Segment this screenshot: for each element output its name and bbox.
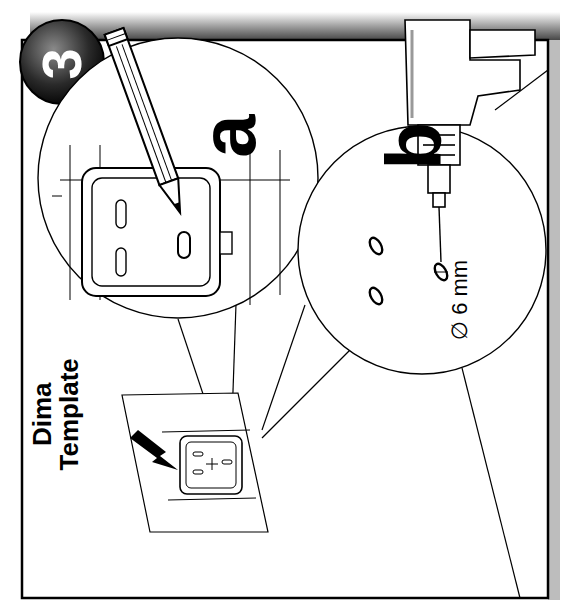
detail-letter: b [375,106,453,186]
step-number: 3 [34,29,90,99]
dimension: ∅ 6 mm [449,240,471,360]
part-name: Dima Template [29,344,84,484]
detail-letter: a [189,96,267,176]
